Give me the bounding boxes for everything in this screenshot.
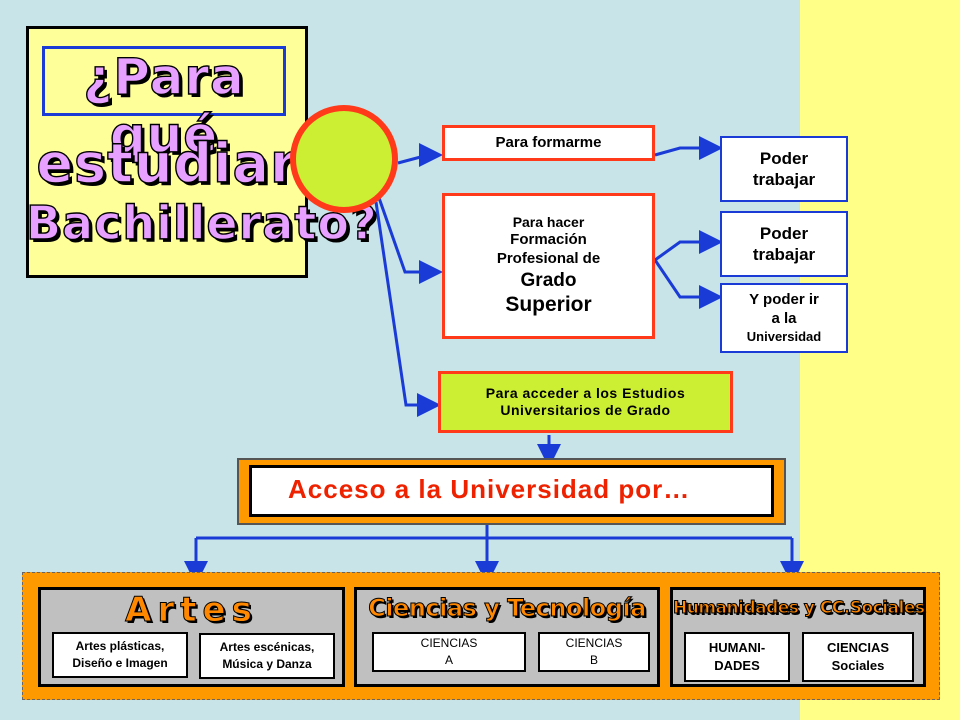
fp-line-5: Superior bbox=[505, 293, 592, 317]
fp-line-2: Formación bbox=[510, 231, 587, 248]
ciencias-sociales-line-2: Sociales bbox=[831, 658, 885, 673]
title-line-3: Bachillerato? bbox=[25, 195, 378, 250]
ciencias-a-line-2: A bbox=[444, 653, 453, 667]
acceder-line-2: Universitarios de Grado bbox=[500, 402, 671, 418]
ciencias-a-line-1: CIENCIAS bbox=[420, 636, 478, 651]
sub-artes-plasticas: Artes plásticas, Diseño e Imagen bbox=[52, 632, 188, 678]
box-formacion-profesional: Para hacer Formación Profesional de Grad… bbox=[442, 193, 655, 339]
box-para-formarme-text: Para formarme bbox=[495, 133, 602, 151]
humanidades-line-1: HUMANI- bbox=[708, 639, 766, 655]
ciencias-sociales-line-1: CIENCIAS bbox=[826, 639, 890, 655]
trabajar-2-line-2: trabajar bbox=[752, 245, 816, 264]
category-humanidades-title: Humanidades y CC.Sociales bbox=[673, 598, 926, 619]
universidad-line-2: a la bbox=[771, 309, 797, 327]
box-estudios-universitarios: Para acceder a los Estudios Universitari… bbox=[438, 371, 733, 433]
title-frame bbox=[42, 46, 286, 116]
acceder-line-1: Para acceder a los Estudios bbox=[485, 384, 686, 401]
title-line-1: ¿Para qué bbox=[83, 47, 245, 164]
artes-plasticas-line-1: Artes plásticas, bbox=[75, 639, 165, 654]
trabajar-1-line-1: Poder bbox=[759, 148, 809, 168]
box-poder-trabajar-1: Poder trabajar bbox=[720, 136, 848, 202]
category-ciencias-tecnologia: Ciencias y Tecnología CIENCIAS A CIENCIA… bbox=[354, 587, 660, 687]
box-poder-trabajar-2: Poder trabajar bbox=[720, 211, 848, 277]
artes-escenicas-line-1: Artes escénicas, bbox=[219, 640, 315, 655]
category-artes: Artes Artes plásticas, Diseño e Imagen A… bbox=[38, 587, 345, 687]
sub-ciencias-sociales: CIENCIAS Sociales bbox=[802, 632, 914, 682]
fp-line-3: Profesional de bbox=[496, 249, 601, 267]
fp-line-4: Grado bbox=[520, 269, 577, 291]
category-humanidades: Humanidades y CC.Sociales HUMANI- DADES … bbox=[670, 587, 926, 687]
acceso-text: Acceso a la Universidad por… bbox=[288, 474, 691, 504]
box-universidad: Y poder ir a la Universidad bbox=[720, 283, 848, 353]
title-line-2: estudiar bbox=[36, 131, 298, 195]
universidad-line-3: Universidad bbox=[746, 328, 822, 344]
ciencias-b-line-2: B bbox=[589, 653, 598, 667]
trabajar-2-line-1: Poder bbox=[759, 223, 809, 243]
center-circle bbox=[290, 105, 398, 213]
artes-plasticas-line-2: Diseño e Imagen bbox=[72, 656, 168, 670]
humanidades-line-2: DADES bbox=[714, 658, 760, 673]
universidad-line-1: Y poder ir bbox=[749, 291, 819, 309]
sub-ciencias-a: CIENCIAS A bbox=[372, 632, 526, 672]
category-artes-title: Artes bbox=[125, 590, 258, 631]
sub-humanidades: HUMANI- DADES bbox=[684, 632, 790, 682]
ciencias-b-line-1: CIENCIAS bbox=[565, 636, 623, 651]
fp-line-1: Para hacer bbox=[512, 213, 585, 230]
sub-ciencias-b: CIENCIAS B bbox=[538, 632, 650, 672]
artes-escenicas-line-2: Música y Danza bbox=[222, 657, 312, 671]
category-ciencias-title: Ciencias y Tecnología bbox=[368, 594, 647, 623]
trabajar-1-line-2: trabajar bbox=[752, 170, 816, 189]
box-para-formarme: Para formarme bbox=[442, 125, 655, 161]
sub-artes-escenicas: Artes escénicas, Música y Danza bbox=[199, 633, 335, 679]
acceso-inner: Acceso a la Universidad por… bbox=[249, 465, 774, 517]
